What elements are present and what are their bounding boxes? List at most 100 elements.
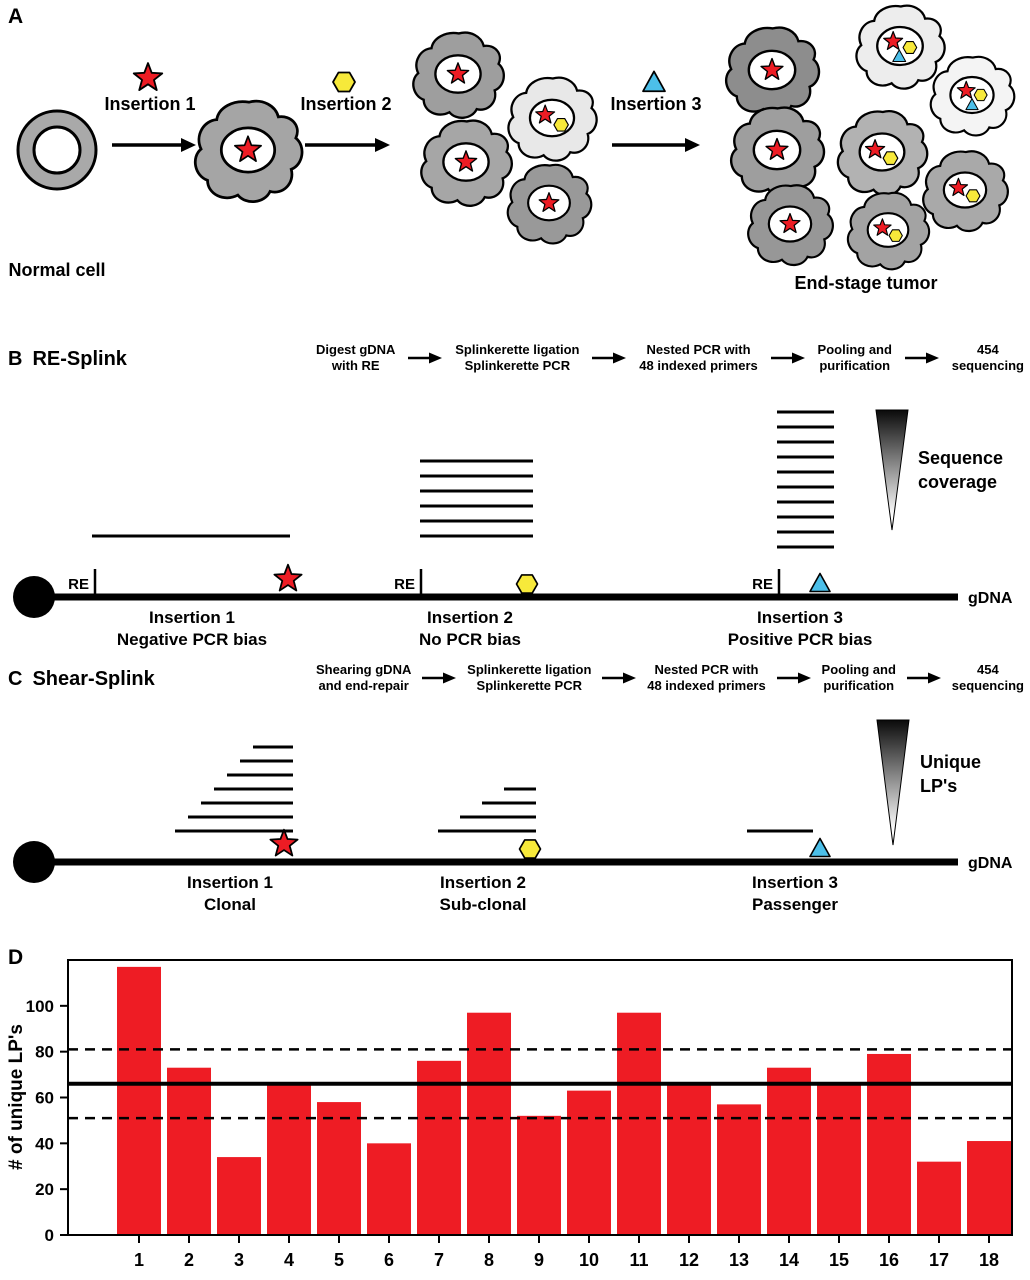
coverage-legend-line2: coverage: [918, 472, 997, 492]
insertion-caption-desc: No PCR bias: [419, 630, 521, 649]
re-label: RE: [752, 576, 773, 593]
x-tick-label: 16: [879, 1250, 899, 1270]
arrow-right-icon: [776, 672, 811, 684]
workflow-step-line: purification: [823, 678, 895, 693]
normal-cell-label: Normal cell: [8, 260, 105, 280]
arrow-icon: [305, 138, 390, 152]
y-tick-label: 100: [26, 997, 54, 1016]
arrow-icon: [112, 138, 196, 152]
unique-lps-gradient-icon: [876, 719, 910, 846]
workflow-step-line: Splinkerette PCR: [476, 678, 583, 693]
bar: [617, 1012, 661, 1235]
arrow-right-icon: [770, 352, 805, 364]
y-tick-label: 60: [35, 1089, 54, 1108]
blue-triangle-icon: [809, 837, 831, 858]
insertion-caption-name: Insertion 2: [440, 873, 526, 892]
bar: [367, 1143, 411, 1235]
insertion-2-label: Insertion 2: [300, 94, 391, 114]
bar: [967, 1141, 1011, 1235]
insertion-caption-desc: Positive PCR bias: [728, 630, 873, 649]
arrow-right-icon: [592, 352, 627, 364]
workflow-step-line: Pooling and: [817, 342, 892, 357]
gdna-label: gDNA: [968, 590, 1013, 607]
sequence-coverage-gradient-icon: [875, 409, 909, 531]
insertion-caption-desc: Clonal: [204, 895, 256, 914]
red-star-icon: [269, 828, 299, 857]
blue-triangle-icon: [642, 70, 666, 93]
workflow-step-line: Splinkerette ligation: [467, 662, 592, 677]
re-label: RE: [68, 576, 89, 593]
insertion-caption-name: Insertion 1: [187, 873, 273, 892]
red-star-icon: [132, 62, 164, 91]
yellow-hexagon-icon: [888, 229, 903, 242]
bar: [167, 1067, 211, 1235]
reference-lines: [68, 1048, 1012, 1120]
x-tick-label: 11: [629, 1250, 648, 1270]
panel-c-diagram: gDNA Unique LP's Insertion 1 Clonal Inse…: [13, 719, 1013, 914]
workflow-step: Pooling and purification: [818, 342, 892, 374]
workflow-step-line: 454: [976, 342, 999, 357]
y-tick-label: 0: [45, 1226, 54, 1245]
yellow-hexagon-icon: [515, 574, 539, 594]
bar: [767, 1067, 811, 1235]
x-tick-label: 1: [134, 1250, 144, 1270]
panel-c-letter: C: [8, 668, 23, 690]
workflow-step: Splinkerette ligation Splinkerette PCR: [455, 342, 579, 374]
x-tick-label: 15: [829, 1250, 849, 1270]
workflow-step-line: and end-repair: [318, 678, 409, 693]
coverage-legend-line1: Sequence: [918, 448, 1003, 468]
yellow-hexagon-icon: [553, 118, 569, 132]
panel-b-workflow: Digest gDNA with RE Splinkerette ligatio…: [316, 342, 1024, 374]
bar: [117, 966, 161, 1235]
workflow-step: 454 sequencing: [952, 342, 1024, 374]
bar: [417, 1060, 461, 1235]
arrow-right-icon: [904, 352, 939, 364]
gdna-start-circle: [13, 841, 55, 883]
x-tick-label: 2: [184, 1250, 194, 1270]
insertion-caption-desc: Passenger: [752, 895, 838, 914]
x-tick-label: 3: [234, 1250, 244, 1270]
workflow-step-line: sequencing: [951, 678, 1024, 693]
workflow-step-line: 48 indexed primers: [639, 358, 758, 373]
x-tick-label: 9: [534, 1250, 544, 1270]
arrow-right-icon: [408, 352, 443, 364]
workflow-step: Shearing gDNA and end-repair: [316, 662, 411, 694]
workflow-step-line: Splinkerette ligation: [455, 342, 580, 357]
insertion-caption-name: Insertion 2: [427, 608, 513, 627]
insertion-1-label: Insertion 1: [104, 94, 195, 114]
bar: [867, 1053, 911, 1235]
end-stage-tumor-label: End-stage tumor: [794, 273, 937, 293]
insertion-caption-name: Insertion 3: [752, 873, 838, 892]
insertion-captions: Insertion 1 Negative PCR bias Insertion …: [117, 608, 872, 649]
panel-c-workflow: Shearing gDNA and end-repair Splinkerett…: [316, 662, 1024, 694]
x-tick-label: 17: [929, 1250, 949, 1270]
bar: [467, 1012, 511, 1235]
yellow-hexagon-icon: [332, 71, 356, 93]
reads-insertion1-clonal: [175, 745, 293, 833]
workflow-step-line: 48 indexed primers: [647, 678, 766, 693]
y-axis-title: # of unique LP's: [6, 1024, 27, 1170]
insertion-caption-desc: Sub-clonal: [440, 895, 527, 914]
x-tick-label: 8: [484, 1250, 494, 1270]
workflow-step: Nested PCR with 48 indexed primers: [647, 662, 766, 694]
insertion-caption-name: Insertion 1: [149, 608, 235, 627]
reads-insertion2: [420, 459, 533, 538]
bar: [267, 1083, 311, 1235]
workflow-step-line: Nested PCR with: [646, 342, 751, 357]
gdna-start-circle: [13, 576, 55, 618]
yellow-hexagon-icon: [973, 88, 988, 102]
bar: [317, 1102, 361, 1235]
unique-lps-legend-line2: LP's: [920, 776, 957, 796]
normal-cell: [16, 109, 98, 191]
insertion-caption-desc: Negative PCR bias: [117, 630, 267, 649]
workflow-step-line: sequencing: [951, 358, 1024, 373]
workflow-step-line: Splinkerette PCR: [464, 358, 571, 373]
insertion-3-label: Insertion 3: [610, 94, 701, 114]
arrow-right-icon: [602, 672, 637, 684]
blue-triangle-icon: [809, 572, 831, 593]
panel-d-label: D: [8, 946, 24, 969]
x-tick-label: 14: [779, 1250, 799, 1270]
y-tick-label: 40: [35, 1134, 54, 1153]
x-tick-label: 7: [434, 1250, 444, 1270]
